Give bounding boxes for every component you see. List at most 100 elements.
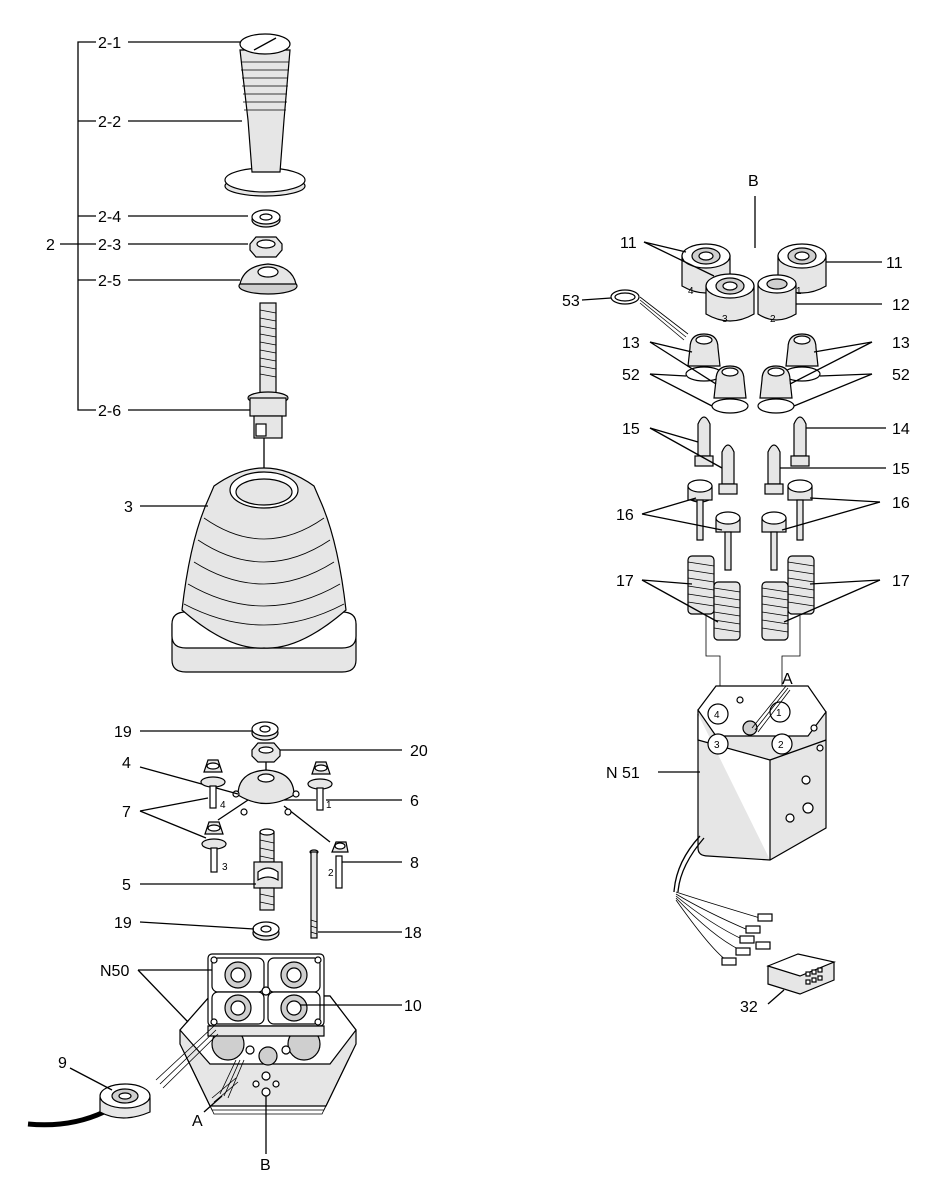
label-2: 2 xyxy=(46,237,55,254)
plunger-8: 2 xyxy=(328,841,349,889)
pin-15-right-front xyxy=(764,444,784,495)
plunger-7-a: 4 xyxy=(200,759,226,811)
plunger-mark-4: 4 xyxy=(220,800,226,811)
leader-52-b xyxy=(649,373,713,407)
plug-32 xyxy=(766,953,836,995)
label-9: 9 xyxy=(58,1055,67,1072)
label-6: 6 xyxy=(410,793,419,810)
leader-17-a xyxy=(641,579,693,585)
label-4: 4 xyxy=(122,755,131,772)
label-32: 32 xyxy=(740,999,758,1016)
label-19-bottom: 19 xyxy=(114,915,132,932)
cable-bundle-left xyxy=(155,1025,239,1103)
guide-bolt-16-left-front xyxy=(715,511,741,571)
label-b-left: B xyxy=(260,1157,271,1174)
long-bolt-18 xyxy=(309,849,319,939)
group-2-bracket xyxy=(60,41,96,411)
handle-grip-part xyxy=(224,33,306,197)
block-mark-4: 4 xyxy=(714,710,720,721)
leader-7-b xyxy=(139,810,207,839)
plunger-7-b: 3 xyxy=(201,821,228,873)
block-mark-3: 3 xyxy=(714,740,720,751)
leader-lines-group-2 xyxy=(128,41,250,411)
base-n50 xyxy=(179,953,357,1115)
guide-bolt-16-right-back xyxy=(787,479,813,541)
label-16-left: 16 xyxy=(616,507,634,524)
leader-9 xyxy=(69,1067,113,1091)
seal-13-right-back xyxy=(783,333,821,382)
washer-2-4 xyxy=(251,209,281,228)
leader-17-b xyxy=(641,579,719,623)
label-10: 10 xyxy=(404,998,422,1015)
label-12: 12 xyxy=(892,297,910,314)
leader-15-b xyxy=(649,427,723,469)
leader-52-c xyxy=(819,373,873,377)
leader-52-a xyxy=(649,373,687,377)
cap-mark-3: 3 xyxy=(722,314,728,325)
label-52-left: 52 xyxy=(622,367,640,384)
label-11-right: 11 xyxy=(886,255,903,272)
cap-mark-1: 1 xyxy=(796,286,802,297)
leader-15-a xyxy=(649,427,699,443)
nut-20 xyxy=(251,742,281,763)
leader-17-c xyxy=(809,579,881,585)
label-15-right: 15 xyxy=(892,461,910,478)
dome-plate-4 xyxy=(217,762,331,843)
valve-block-n51: 4 1 3 2 xyxy=(697,685,827,861)
block-mark-2: 2 xyxy=(778,740,784,751)
guide-line-left xyxy=(705,616,721,708)
leader-n50-b xyxy=(137,969,189,1023)
leader-4 xyxy=(139,766,239,795)
leader-13-a xyxy=(649,341,693,353)
leader-16-a xyxy=(641,497,697,515)
cap-2-5 xyxy=(238,263,298,295)
connector-9 xyxy=(27,1083,151,1128)
pin-15-left-front xyxy=(718,444,738,495)
label-2-1: 2-1 xyxy=(98,35,121,52)
cap-11-middle: 3 xyxy=(705,273,755,325)
leader-17-d xyxy=(783,579,881,623)
o-ring-53 xyxy=(610,289,689,341)
guide-line-right xyxy=(781,616,801,708)
leader-52-d xyxy=(793,373,873,407)
label-19-top: 19 xyxy=(114,724,132,741)
label-17-left: 17 xyxy=(616,573,634,590)
spring-17-right-front xyxy=(761,581,789,641)
label-7: 7 xyxy=(122,804,131,821)
seal-13-right-front xyxy=(757,365,795,414)
leader-16-d xyxy=(781,501,881,531)
rubber-boot-3 xyxy=(171,467,357,673)
leader-19-bottom xyxy=(139,921,255,930)
cap-mark-2: 2 xyxy=(770,314,776,325)
guide-bolt-16-right-front xyxy=(761,511,787,571)
leader-53 xyxy=(581,297,612,301)
label-2-4: 2-4 xyxy=(98,209,121,226)
cap-11-right: 1 xyxy=(777,243,827,297)
label-5: 5 xyxy=(122,877,131,894)
pin-14-right-back xyxy=(790,416,810,467)
nut-2-3 xyxy=(249,236,283,258)
label-2-2: 2-2 xyxy=(98,114,121,131)
label-15-left: 15 xyxy=(622,421,640,438)
label-8: 8 xyxy=(410,855,419,872)
wiring-harness xyxy=(673,835,773,966)
plunger-mark-2: 2 xyxy=(328,868,334,879)
nut-19-top xyxy=(251,721,279,741)
callout-labels: 2 2-1 2-2 2-4 2-3 2-5 2-6 3 19 20 4 6 7 … xyxy=(46,35,910,1174)
leader-11-b xyxy=(643,241,715,277)
seal-13-middle xyxy=(711,365,749,414)
leader-32 xyxy=(767,989,785,1005)
label-13-left: 13 xyxy=(622,335,640,352)
cap-12: 2 xyxy=(757,274,797,325)
label-a-left: A xyxy=(192,1113,203,1130)
guide-bolt-16-left-back xyxy=(687,479,713,541)
label-2-6: 2-6 xyxy=(98,403,121,420)
leader-16-b xyxy=(641,513,723,531)
label-n51: N 51 xyxy=(606,765,640,782)
label-n50: N50 xyxy=(100,963,129,980)
label-2-3: 2-3 xyxy=(98,237,121,254)
leader-16-c xyxy=(809,497,881,503)
label-11-left: 11 xyxy=(620,235,637,252)
label-20: 20 xyxy=(410,743,428,760)
spring-17-left-back xyxy=(687,555,715,615)
